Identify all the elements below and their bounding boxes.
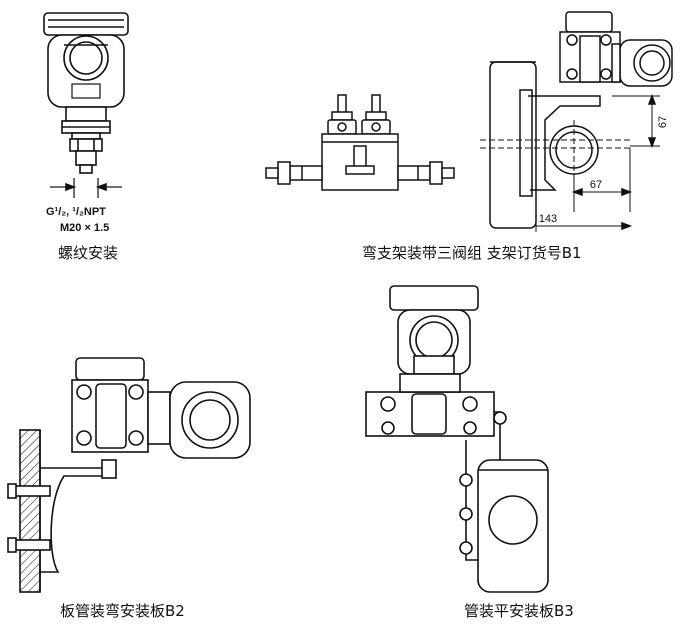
- metric-spec-label: M20 × 1.5: [60, 222, 110, 234]
- b1-dim-vertical: 67: [657, 116, 669, 128]
- thread-spec-label: G¹/₂, ¹/₂NPT: [46, 206, 106, 218]
- b1-dim-horizontal: 67: [590, 179, 602, 191]
- b1-dim-overall: 143: [539, 213, 557, 225]
- three-valve-manifold-drawing: [265, 94, 455, 191]
- b1-caption: 弯支架装带三阀组 支架订货号B1: [362, 244, 582, 262]
- b3-pipe-mount-drawing: [365, 285, 549, 593]
- b1-bent-bracket-drawing: [480, 11, 673, 232]
- b2-caption: 板管装弯安装板B2: [60, 602, 185, 620]
- thread-mount-drawing: [43, 12, 129, 198]
- thread-mount-caption: 螺纹安装: [58, 244, 119, 262]
- b2-plate-mount-drawing: [7, 357, 251, 593]
- b3-caption: 管装平安装板B3: [464, 602, 574, 620]
